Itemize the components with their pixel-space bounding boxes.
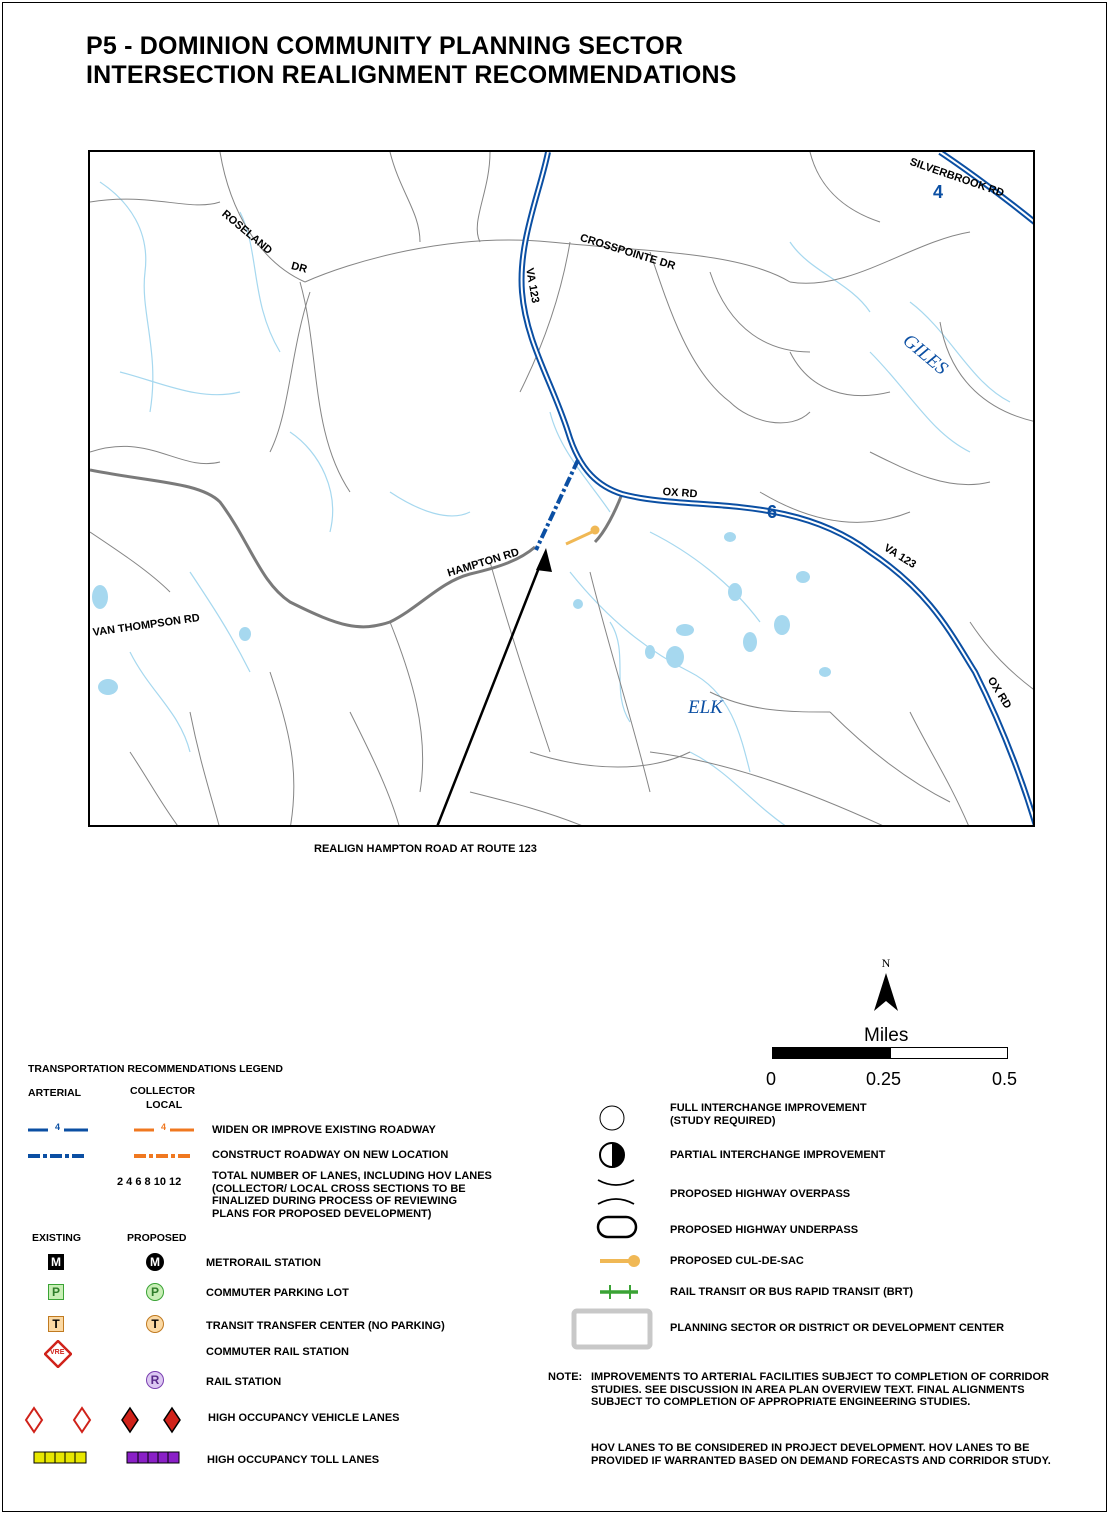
- title-line-1: P5 - DOMINION COMMUNITY PLANNING SECTOR: [86, 32, 684, 60]
- scale-bar-light: [890, 1047, 1008, 1059]
- scale-tick-025: 0.25: [866, 1069, 902, 1089]
- legend-rail-station: RAIL STATION: [206, 1376, 282, 1388]
- legend-commuter-rail: COMMUTER RAIL STATION: [206, 1346, 349, 1358]
- transit-existing-icon: T: [48, 1316, 64, 1332]
- callout-arrow-head: [536, 548, 552, 572]
- total-lanes-line-1: TOTAL NUMBER OF LANES, INCLUDING HOV LAN…: [212, 1170, 492, 1182]
- title-line-2: INTERSECTION REALIGNMENT RECOMMENDATIONS: [86, 61, 737, 89]
- metro-existing-icon: M: [48, 1254, 64, 1270]
- legend-arterial-header: ARTERIAL: [28, 1087, 82, 1099]
- hov-proposed-icon: [121, 1406, 181, 1434]
- transit-proposed-icon: T: [146, 1315, 164, 1333]
- legend-parking: COMMUTER PARKING LOT: [206, 1287, 349, 1299]
- arterial-construct-symbol: [28, 1154, 84, 1158]
- hot-existing-icon: [33, 1451, 87, 1464]
- legend-hov: HIGH OCCUPANCY VEHICLE LANES: [208, 1412, 400, 1424]
- metro-proposed-icon: M: [146, 1253, 164, 1271]
- legend-total-lanes: TOTAL NUMBER OF LANES, INCLUDING HOV LAN…: [212, 1170, 492, 1220]
- total-lanes-line-2: (COLLECTOR/ LOCAL CROSS SECTIONS TO BE: [212, 1182, 466, 1195]
- label-ox-rd: OX RD: [662, 486, 698, 501]
- collector-widen-symbol: [134, 1128, 194, 1132]
- legend-partial-interchange: PARTIAL INTERCHANGE IMPROVEMENT: [670, 1149, 886, 1161]
- cul-de-sac-bulb: [590, 525, 600, 535]
- hov-existing-icon: [24, 1406, 92, 1434]
- total-lanes-line-4: PLANS FOR PROPOSED DEVELOPMENT): [212, 1207, 432, 1220]
- legend-metrorail: METRORAIL STATION: [206, 1257, 321, 1269]
- legend-construct-label: CONSTRUCT ROADWAY ON NEW LOCATION: [212, 1149, 449, 1161]
- page-title: P5 - DOMINION COMMUNITY PLANNING SECTOR …: [86, 32, 737, 90]
- total-lanes-line-3: FINALIZED DURING PROCESS OF REVIEWING: [212, 1195, 458, 1207]
- legend-local-header: LOCAL: [146, 1099, 183, 1111]
- legend-hot: HIGH OCCUPANCY TOLL LANES: [207, 1454, 380, 1466]
- vre-icon: [44, 1340, 72, 1368]
- scale-bar-dark: [772, 1047, 892, 1059]
- arterial-va123-centerline: [520, 152, 1033, 820]
- arterial-lanes-sample: 4: [55, 1122, 61, 1132]
- cul-de-sac-stem: [565, 530, 593, 546]
- legend-existing-header: EXISTING: [32, 1232, 82, 1244]
- scale-tick-05: 0.5: [992, 1069, 1018, 1089]
- legend-brt: RAIL TRANSIT OR BUS RAPID TRANSIT (BRT): [670, 1286, 914, 1298]
- callout-arrow-line: [436, 559, 544, 825]
- note-arterial: IMPROVEMENTS TO ARTERIAL FACILITIES SUBJ…: [591, 1371, 1049, 1409]
- scale-units: Miles: [864, 1025, 909, 1046]
- cul-de-sac-icon: [600, 1255, 640, 1267]
- north-arrow-icon: [874, 973, 898, 1011]
- full-interchange-line-2: (STUDY REQUIRED): [670, 1114, 776, 1127]
- map-canvas: [90, 152, 1035, 827]
- hampton-road-east-segment[interactable]: [593, 493, 624, 544]
- underpass-icon: [596, 1215, 638, 1239]
- label-elk-run: ELK: [688, 697, 723, 718]
- arterial-widen-symbol: [28, 1128, 88, 1132]
- local-roads: [90, 152, 1033, 825]
- north-label: N: [881, 956, 891, 970]
- hot-proposed-icon: [126, 1451, 180, 1464]
- label-lanes-6: 6: [767, 502, 778, 522]
- legend-planning-sector: PLANNING SECTOR OR DISTRICT OR DEVELOPME…: [670, 1322, 1005, 1334]
- ponds: [92, 532, 831, 695]
- note-line-3: SUBJECT TO COMPLETION OF APPROPRIATE ENG…: [591, 1396, 971, 1408]
- legend-widen-label: WIDEN OR IMPROVE EXISTING ROADWAY: [212, 1124, 436, 1136]
- legend-transit-center: TRANSIT TRANSFER CENTER (NO PARKING): [206, 1320, 445, 1332]
- legend-proposed-header: PROPOSED: [127, 1232, 187, 1244]
- brt-icon: [600, 1285, 638, 1299]
- legend-overpass: PROPOSED HIGHWAY OVERPASS: [670, 1188, 851, 1200]
- van-thompson-hampton-road[interactable]: [90, 468, 536, 629]
- note-hov-line-2: PROVIDED IF WARRANTED BASED ON DEMAND FO…: [591, 1454, 1051, 1467]
- note-hov: HOV LANES TO BE CONSIDERED IN PROJECT DE…: [591, 1442, 1051, 1467]
- legend-collector-header: COLLECTOR: [130, 1085, 196, 1097]
- parking-proposed-icon: P: [146, 1283, 164, 1301]
- proposed-realignment[interactable]: [534, 459, 580, 551]
- north-arrow: N: [872, 956, 900, 1018]
- legend-full-interchange: FULL INTERCHANGE IMPROVEMENT (STUDY REQU…: [670, 1102, 867, 1127]
- parking-existing-icon: P: [48, 1284, 64, 1300]
- planning-sector-icon: [571, 1308, 653, 1350]
- partial-interchange-icon: [599, 1142, 625, 1168]
- callout-realign-hampton: REALIGN HAMPTON ROAD AT ROUTE 123: [314, 843, 537, 855]
- legend-heading: TRANSPORTATION RECOMMENDATIONS LEGEND: [28, 1063, 283, 1075]
- note-line-2: STUDIES. SEE DISCUSSION IN AREA PLAN OVE…: [591, 1383, 1025, 1396]
- collector-lanes-sample: 4: [161, 1122, 167, 1132]
- note-prefix: NOTE:: [548, 1371, 583, 1383]
- map-panel[interactable]: SILVERBROOK RD 4 ROSELAND DR CROSSPOINTE…: [88, 150, 1035, 827]
- note-hov-line-1: HOV LANES TO BE CONSIDERED IN PROJECT DE…: [591, 1442, 1030, 1454]
- legend-cul-de-sac: PROPOSED CUL-DE-SAC: [670, 1255, 804, 1267]
- streams: [99, 181, 1011, 825]
- note-line-1: IMPROVEMENTS TO ARTERIAL FACILITIES SUBJ…: [591, 1371, 1049, 1383]
- collector-construct-symbol: [134, 1154, 190, 1158]
- vre-label: VRE: [50, 1349, 65, 1356]
- scale-tick-0: 0: [766, 1069, 777, 1089]
- arterial-va123[interactable]: [518, 152, 1035, 827]
- label-silverbrook-lanes: 4: [933, 182, 944, 202]
- overpass-icon: [597, 1179, 635, 1205]
- full-interchange-icon: [599, 1105, 625, 1131]
- legend-lane-numbers: 2 4 6 8 10 12: [117, 1176, 182, 1188]
- full-interchange-line-1: FULL INTERCHANGE IMPROVEMENT: [670, 1102, 867, 1114]
- legend-underpass: PROPOSED HIGHWAY UNDERPASS: [670, 1224, 859, 1236]
- scale-bar: Miles 0 0.25 0.5: [760, 1025, 1030, 1095]
- rail-proposed-icon: R: [146, 1371, 164, 1389]
